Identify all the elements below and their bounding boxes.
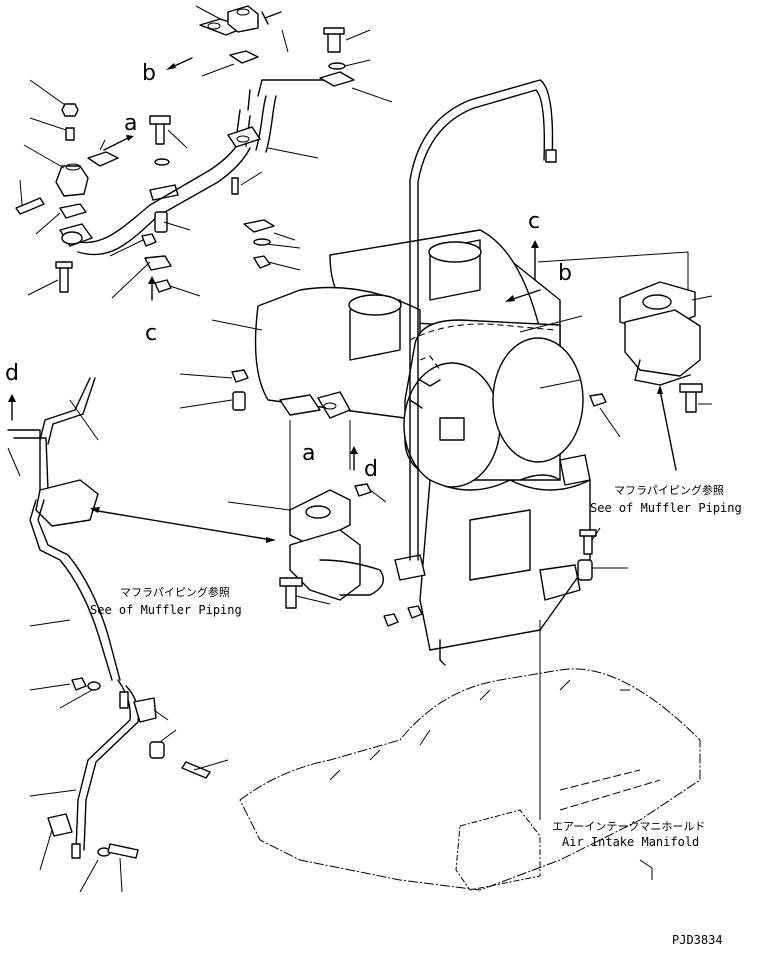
view-label-b-top: b [142, 61, 156, 86]
air-intake-label-jp: エアーインテークマニホールド [552, 820, 705, 833]
muffler-ref-center-jp: マフラパイピング参照 [120, 585, 230, 599]
view-label-b-right: b [558, 261, 572, 286]
muffler-assembly [254, 229, 584, 488]
center-elbow-flange [179, 319, 387, 609]
view-label-c-bottom: c [145, 321, 157, 346]
view-label-d-left: d [5, 361, 19, 386]
muffler-ref-right-en: See of Muffler Piping [590, 501, 742, 515]
right-elbow-flange [519, 251, 713, 569]
air-intake-manifold-outline [239, 620, 701, 891]
view-direction-arrows [8, 57, 677, 543]
muffler-ref-center-en: See of Muffler Piping [90, 603, 242, 617]
left-drain-pipe-assembly [7, 377, 229, 893]
view-label-a-center: a [302, 441, 315, 466]
view-label-c-right: c [528, 209, 540, 234]
air-intake-label-en: Air Intake Manifold [562, 835, 699, 849]
exhaust-pipe-assembly [15, 5, 393, 299]
view-label-d-center: d [364, 457, 378, 482]
muffler-ref-right-jp: マフラパイピング参照 [614, 483, 724, 497]
drawing-code: PJD3834 [672, 933, 723, 947]
muffler-support-bracket [383, 454, 597, 666]
tail-pipe-strap [409, 79, 557, 561]
view-label-a-top: a [124, 111, 137, 136]
